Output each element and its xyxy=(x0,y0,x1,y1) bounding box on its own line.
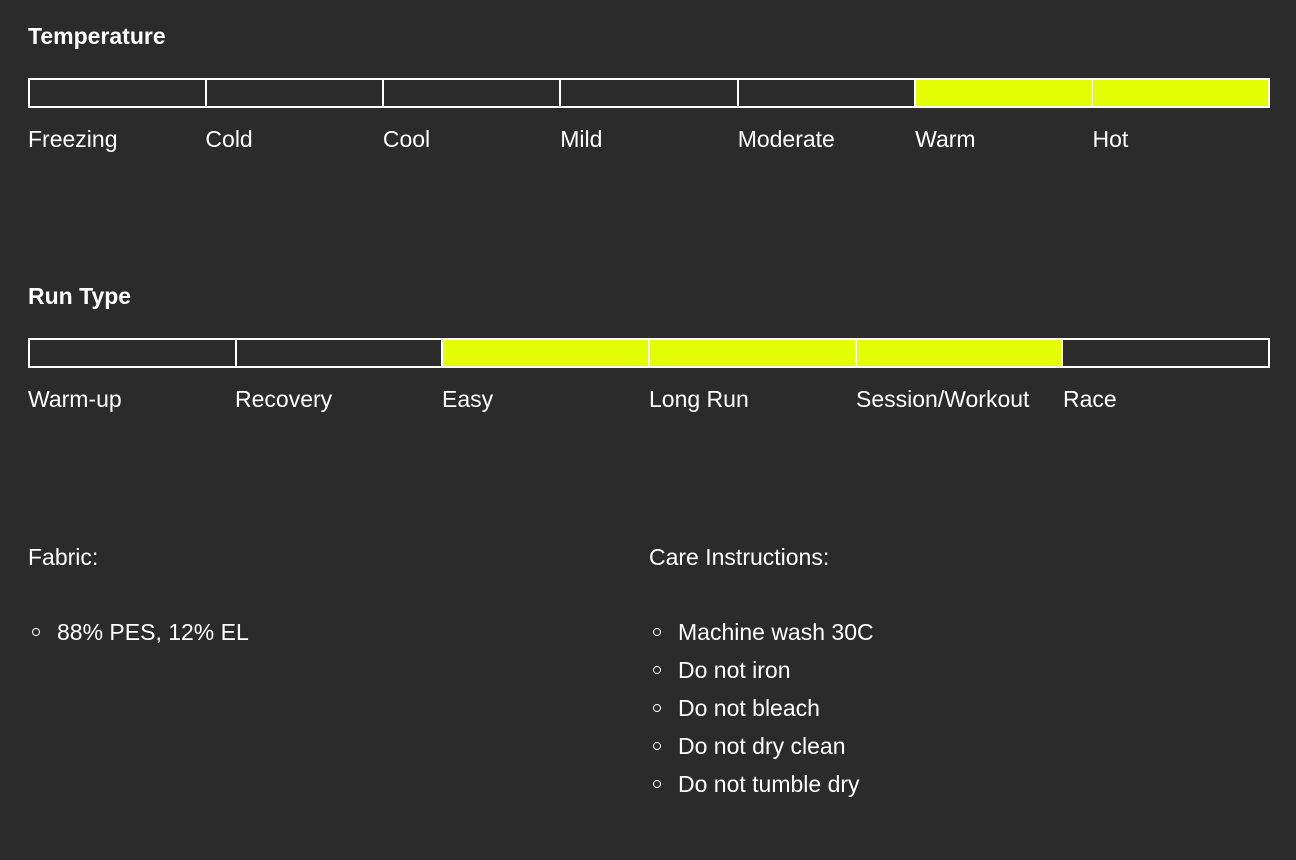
temperature-label-moderate: Moderate xyxy=(737,126,835,152)
run-type-segment-race xyxy=(1061,338,1271,368)
run-type-segment-session-workout xyxy=(854,338,1062,368)
care-list: Machine wash 30C Do not iron Do not blea… xyxy=(649,613,874,803)
circle-bullet-icon xyxy=(32,628,40,636)
circle-bullet-icon xyxy=(653,704,661,712)
care-item-text: Machine wash 30C xyxy=(678,619,874,645)
run-type-title: Run Type xyxy=(28,283,132,309)
temperature-label-cool: Cool xyxy=(382,126,431,152)
care-item-text: Do not iron xyxy=(678,657,791,683)
circle-bullet-icon xyxy=(653,780,661,788)
circle-bullet-icon xyxy=(653,742,661,750)
list-item: Do not tumble dry xyxy=(649,765,874,803)
run-type-segment-easy xyxy=(441,338,649,368)
fabric-item-text: 88% PES, 12% EL xyxy=(57,619,249,645)
list-item: 88% PES, 12% EL xyxy=(28,613,249,651)
circle-bullet-icon xyxy=(653,666,661,674)
run-type-label-session-workout: Session/Workout xyxy=(856,386,1030,412)
list-item: Do not dry clean xyxy=(649,727,874,765)
temperature-label-freezing: Freezing xyxy=(28,126,118,152)
temperature-label-hot: Hot xyxy=(1092,126,1129,152)
care-item-text: Do not dry clean xyxy=(678,733,846,759)
temperature-label-cold: Cold xyxy=(205,126,253,152)
temperature-segment-moderate xyxy=(736,78,914,108)
run-type-label-recovery: Recovery xyxy=(235,386,333,412)
temperature-segment-cold xyxy=(205,78,383,108)
temperature-segment-cool xyxy=(382,78,560,108)
list-item: Do not iron xyxy=(649,651,874,689)
care-item-text: Do not bleach xyxy=(678,695,820,721)
run-type-segment-long-run xyxy=(648,338,855,368)
run-type-segment-warm-up xyxy=(28,338,235,368)
fabric-list: 88% PES, 12% EL xyxy=(28,613,249,651)
fabric-heading: Fabric: xyxy=(28,544,99,570)
temperature-title: Temperature xyxy=(28,23,166,49)
run-type-label-warm-up: Warm-up xyxy=(28,386,122,412)
care-section: Care Instructions: Machine wash 30C Do n… xyxy=(649,546,874,803)
list-item: Machine wash 30C xyxy=(649,613,874,651)
run-type-label-race: Race xyxy=(1063,386,1117,412)
fabric-section: Fabric: 88% PES, 12% EL xyxy=(28,546,249,651)
run-type-label-long-run: Long Run xyxy=(649,386,749,412)
temperature-segment-freezing xyxy=(28,78,206,108)
temperature-segment-hot xyxy=(1090,78,1270,108)
run-type-label-easy: Easy xyxy=(442,386,494,412)
run-type-scale-bar xyxy=(28,338,1271,368)
temperature-label-mild: Mild xyxy=(560,126,603,152)
temperature-scale-bar xyxy=(28,78,1270,108)
temperature-segment-warm xyxy=(913,78,1091,108)
care-heading: Care Instructions: xyxy=(649,544,830,570)
run-type-labels: Warm-up Recovery Easy Long Run Session/W… xyxy=(28,388,1270,411)
temperature-label-warm: Warm xyxy=(915,126,976,152)
list-item: Do not bleach xyxy=(649,689,874,727)
temperature-labels: Freezing Cold Cool Mild Moderate Warm Ho… xyxy=(28,128,1270,151)
circle-bullet-icon xyxy=(653,628,661,636)
run-type-segment-recovery xyxy=(234,338,442,368)
temperature-segment-mild xyxy=(559,78,737,108)
care-item-text: Do not tumble dry xyxy=(678,771,860,797)
